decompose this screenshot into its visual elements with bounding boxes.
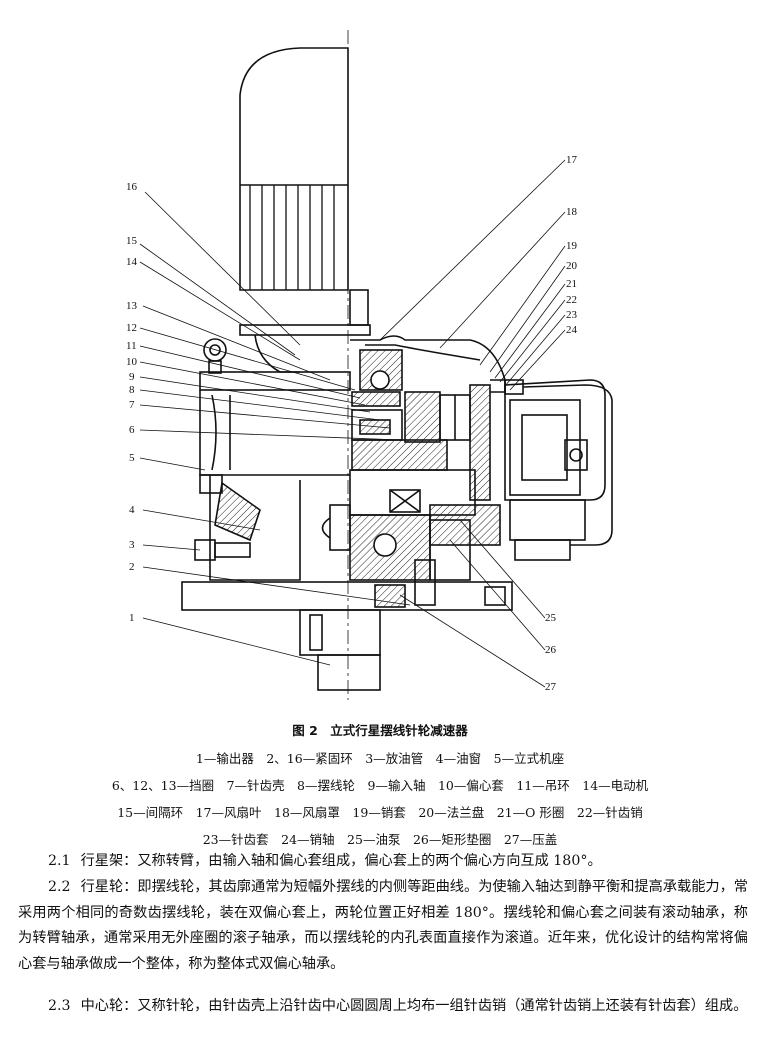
callout-13: 13 bbox=[126, 300, 137, 312]
callout-18: 18 bbox=[566, 206, 577, 218]
callout-24: 24 bbox=[566, 324, 577, 336]
section-text: 中心轮：又称针轮，由针齿壳上沿针齿中心圆圆周上均布一组针齿销（通常针齿销上还装有… bbox=[80, 998, 748, 1014]
callout-16: 16 bbox=[126, 181, 137, 193]
callout-9: 9 bbox=[129, 371, 135, 383]
callout-5: 5 bbox=[129, 452, 135, 464]
callout-26: 26 bbox=[545, 644, 556, 656]
callout-11: 11 bbox=[126, 340, 137, 352]
legend-line-4: 23—针齿套 24—销轴 25—油泵 26—矩形垫圈 27—压盖 bbox=[202, 832, 558, 847]
callout-25: 25 bbox=[545, 612, 556, 624]
callout-20: 20 bbox=[566, 260, 577, 272]
callout-12: 12 bbox=[126, 322, 137, 334]
callout-1: 1 bbox=[129, 612, 135, 624]
callout-10: 10 bbox=[126, 356, 137, 368]
section-2-3: 2.3 中心轮：又称针轮，由针齿壳上沿针齿中心圆圆周上均布一组针齿销（通常针齿销上… bbox=[18, 994, 748, 1020]
legend-line-1: 1—输出器 2、16—紧固环 3—放油管 4—油窗 5—立式机座 bbox=[195, 751, 565, 766]
figure-caption: 图 2 立式行星摆线针轮减速器 bbox=[292, 723, 468, 738]
callout-23: 23 bbox=[566, 309, 577, 321]
section-number: 2.2 bbox=[48, 879, 71, 895]
reducer-drawing bbox=[139, 30, 613, 700]
callout-2: 2 bbox=[129, 561, 135, 573]
legend-line-2: 6、12、13—挡圈 7—针齿壳 8—摆线轮 9—输入轴 10—偏心套 11—吊… bbox=[111, 778, 649, 793]
callout-17: 17 bbox=[566, 154, 577, 166]
section-text: 行星架：又称转臂，由输入轴和偏心套组成，偏心套上的两个偏心方向互成 180°。 bbox=[80, 853, 602, 869]
callout-22: 22 bbox=[566, 294, 577, 306]
callout-6: 6 bbox=[129, 424, 135, 436]
callout-4: 4 bbox=[129, 504, 135, 516]
callout-27: 27 bbox=[545, 681, 556, 693]
callout-8: 8 bbox=[129, 384, 135, 396]
callout-15: 15 bbox=[126, 235, 137, 247]
section-text: 行星轮：即摆线轮，其齿廓通常为短幅外摆线的内侧等距曲线。为使输入轴达到静平衡和提… bbox=[18, 879, 748, 972]
section-2-1: 2.1 行星架：又称转臂，由输入轴和偏心套组成，偏心套上的两个偏心方向互成 180… bbox=[18, 849, 748, 875]
section-number: 2.1 bbox=[48, 853, 71, 869]
callout-19: 19 bbox=[566, 240, 577, 252]
callout-14: 14 bbox=[126, 256, 137, 268]
callout-7: 7 bbox=[129, 399, 135, 411]
callout-3: 3 bbox=[129, 539, 135, 551]
section-number: 2.3 bbox=[48, 998, 71, 1014]
callout-21: 21 bbox=[566, 278, 577, 290]
legend-line-3: 15—间隔环 17—风扇叶 18—风扇罩 19—销套 20—法兰盘 21—O 形… bbox=[117, 805, 643, 820]
